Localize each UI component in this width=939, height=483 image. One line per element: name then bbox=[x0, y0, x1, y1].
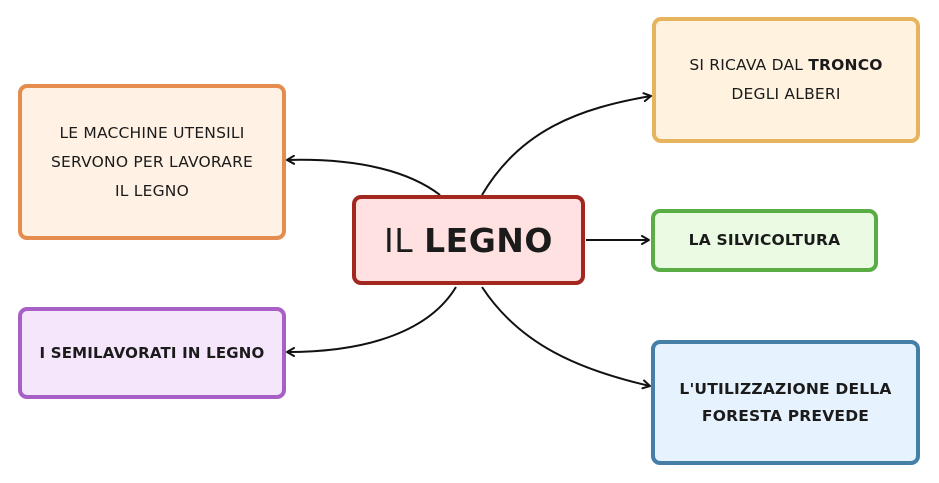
node-macchine-utensili[interactable]: LE MACCHINE UTENSILI SERVONO PER LAVORAR… bbox=[18, 84, 286, 240]
node-tronco-label: SI RICAVA DAL TRONCO DEGLI ALBERI bbox=[689, 51, 882, 109]
central-topic-bold: LEGNO bbox=[424, 220, 553, 260]
central-topic-node[interactable]: IL LEGNO bbox=[352, 195, 585, 285]
node-line: SI RICAVA DAL TRONCO bbox=[689, 51, 882, 80]
node-semilavorati-label: I SEMILAVORATI IN LEGNO bbox=[39, 343, 265, 362]
node-line: SERVONO PER LAVORARE bbox=[50, 152, 254, 171]
node-line: L'UTILIZZAZIONE DELLA bbox=[679, 379, 892, 398]
central-topic-label: IL LEGNO bbox=[384, 221, 553, 260]
node-tronco-bold: TRONCO bbox=[808, 56, 883, 74]
edge-center-to-right-top bbox=[481, 92, 652, 196]
node-line: FORESTA PREVEDE bbox=[701, 406, 870, 425]
central-topic-prefix: IL bbox=[384, 220, 425, 260]
edge-center-to-right-bottom bbox=[481, 286, 651, 390]
node-line: IL LEGNO bbox=[115, 181, 189, 200]
node-macchine-utensili-label: LE MACCHINE UTENSILI SERVONO PER LAVORAR… bbox=[51, 119, 253, 206]
edge-center-to-left-bottom bbox=[286, 286, 457, 357]
node-line: LE MACCHINE UTENSILI bbox=[59, 123, 245, 142]
node-tronco-prefix: SI RICAVA DAL bbox=[689, 56, 809, 74]
node-silvicoltura-label: LA SILVICOLTURA bbox=[688, 231, 841, 249]
node-utilizzazione-foresta[interactable]: L'UTILIZZAZIONE DELLA FORESTA PREVEDE bbox=[651, 340, 920, 465]
node-silvicoltura[interactable]: LA SILVICOLTURA bbox=[651, 209, 878, 272]
node-utilizzazione-foresta-label: L'UTILIZZAZIONE DELLA FORESTA PREVEDE bbox=[679, 376, 891, 430]
node-semilavorati[interactable]: I SEMILAVORATI IN LEGNO bbox=[18, 307, 286, 399]
node-tronco[interactable]: SI RICAVA DAL TRONCO DEGLI ALBERI bbox=[652, 17, 920, 143]
edge-center-to-left-top bbox=[286, 154, 441, 196]
node-line: DEGLI ALBERI bbox=[731, 85, 841, 103]
